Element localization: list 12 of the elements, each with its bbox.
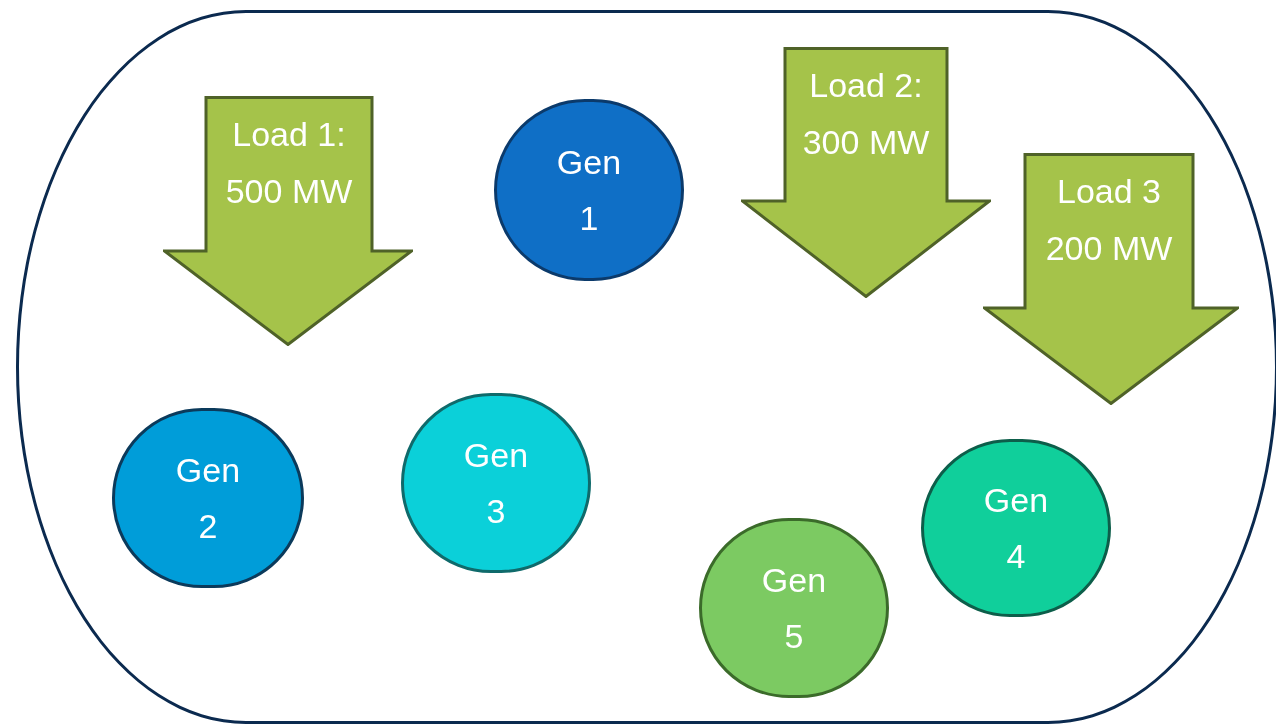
system-boundary — [16, 10, 1276, 724]
load-label: Load 3 200 MW — [1044, 171, 1174, 269]
load-label: Load 2: 300 MW — [801, 65, 931, 163]
load-arrow — [741, 47, 991, 298]
generator-label: Gen 3 — [462, 435, 530, 532]
load-label: Load 1: 500 MW — [224, 114, 354, 212]
load-arrow — [163, 96, 413, 346]
load-arrow — [983, 153, 1239, 405]
generator-label: Gen 4 — [982, 480, 1050, 577]
generator-label: Gen 2 — [174, 450, 242, 547]
generator-label: Gen 5 — [760, 560, 828, 657]
generator-label: Gen 1 — [555, 142, 623, 239]
